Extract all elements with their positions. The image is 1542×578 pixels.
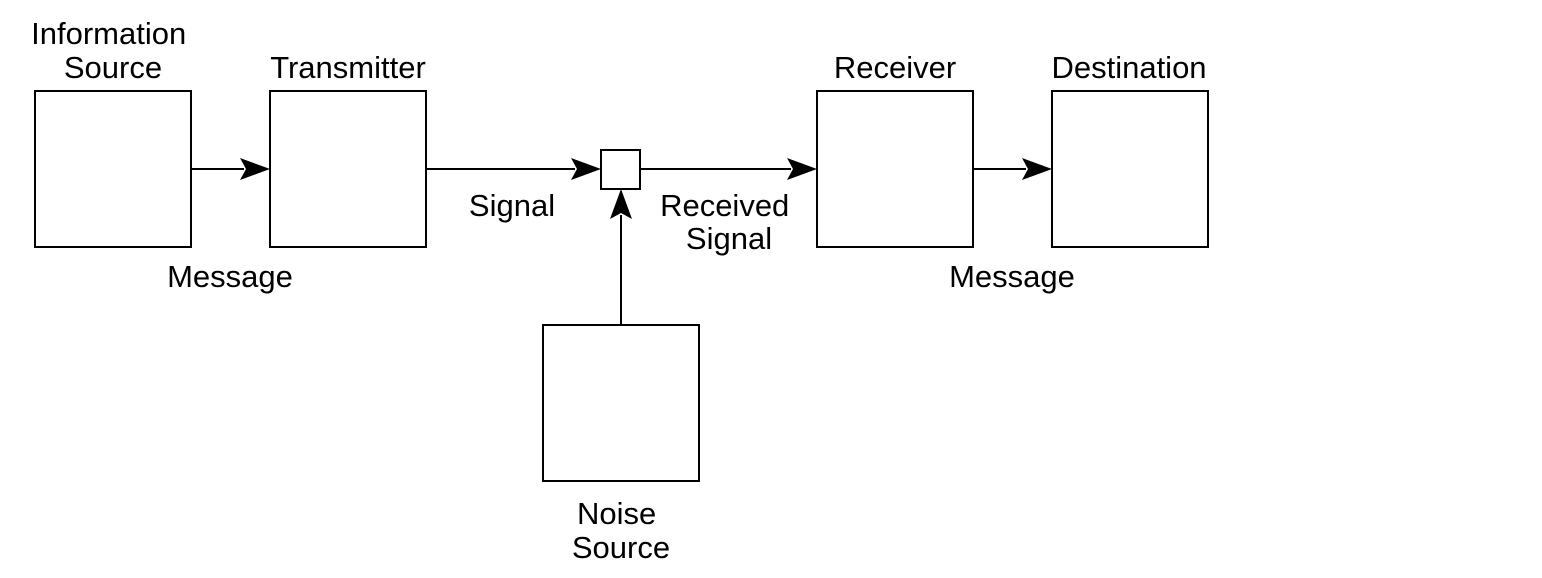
- signal-label: Signal: [469, 188, 555, 223]
- receiver-label: Receiver: [834, 50, 956, 85]
- arrowhead-icon: [240, 158, 270, 180]
- received-signal-label: Received Signal: [660, 188, 798, 256]
- noise-source-label-line2: Source: [572, 530, 670, 565]
- information-source-box: [34, 90, 192, 248]
- destination-box: [1051, 90, 1209, 248]
- noise-mixer-box: [600, 149, 641, 190]
- information-source-label: Information Source: [31, 16, 195, 85]
- arrowhead-icon: [571, 158, 601, 180]
- arrowhead-icon: [1022, 158, 1052, 180]
- noise-source-label-line1: Noise: [577, 496, 656, 531]
- noise-source-label: Noise Source: [572, 496, 670, 565]
- transmitter-box: [269, 90, 427, 248]
- noise-source-box: [542, 324, 700, 482]
- arrowhead-icon: [610, 189, 632, 219]
- destination-label: Destination: [1051, 50, 1206, 85]
- message-label-left: Message: [167, 259, 293, 294]
- receiver-box: [816, 90, 974, 248]
- arrowhead-icon: [787, 158, 817, 180]
- information-source-label-line1: Information: [31, 16, 186, 51]
- received-signal-label-line2: Signal: [686, 221, 772, 256]
- transmitter-label: Transmitter: [270, 50, 426, 85]
- received-signal-label-line1: Received: [660, 188, 789, 223]
- information-source-label-line2: Source: [64, 50, 162, 85]
- message-label-right: Message: [949, 259, 1075, 294]
